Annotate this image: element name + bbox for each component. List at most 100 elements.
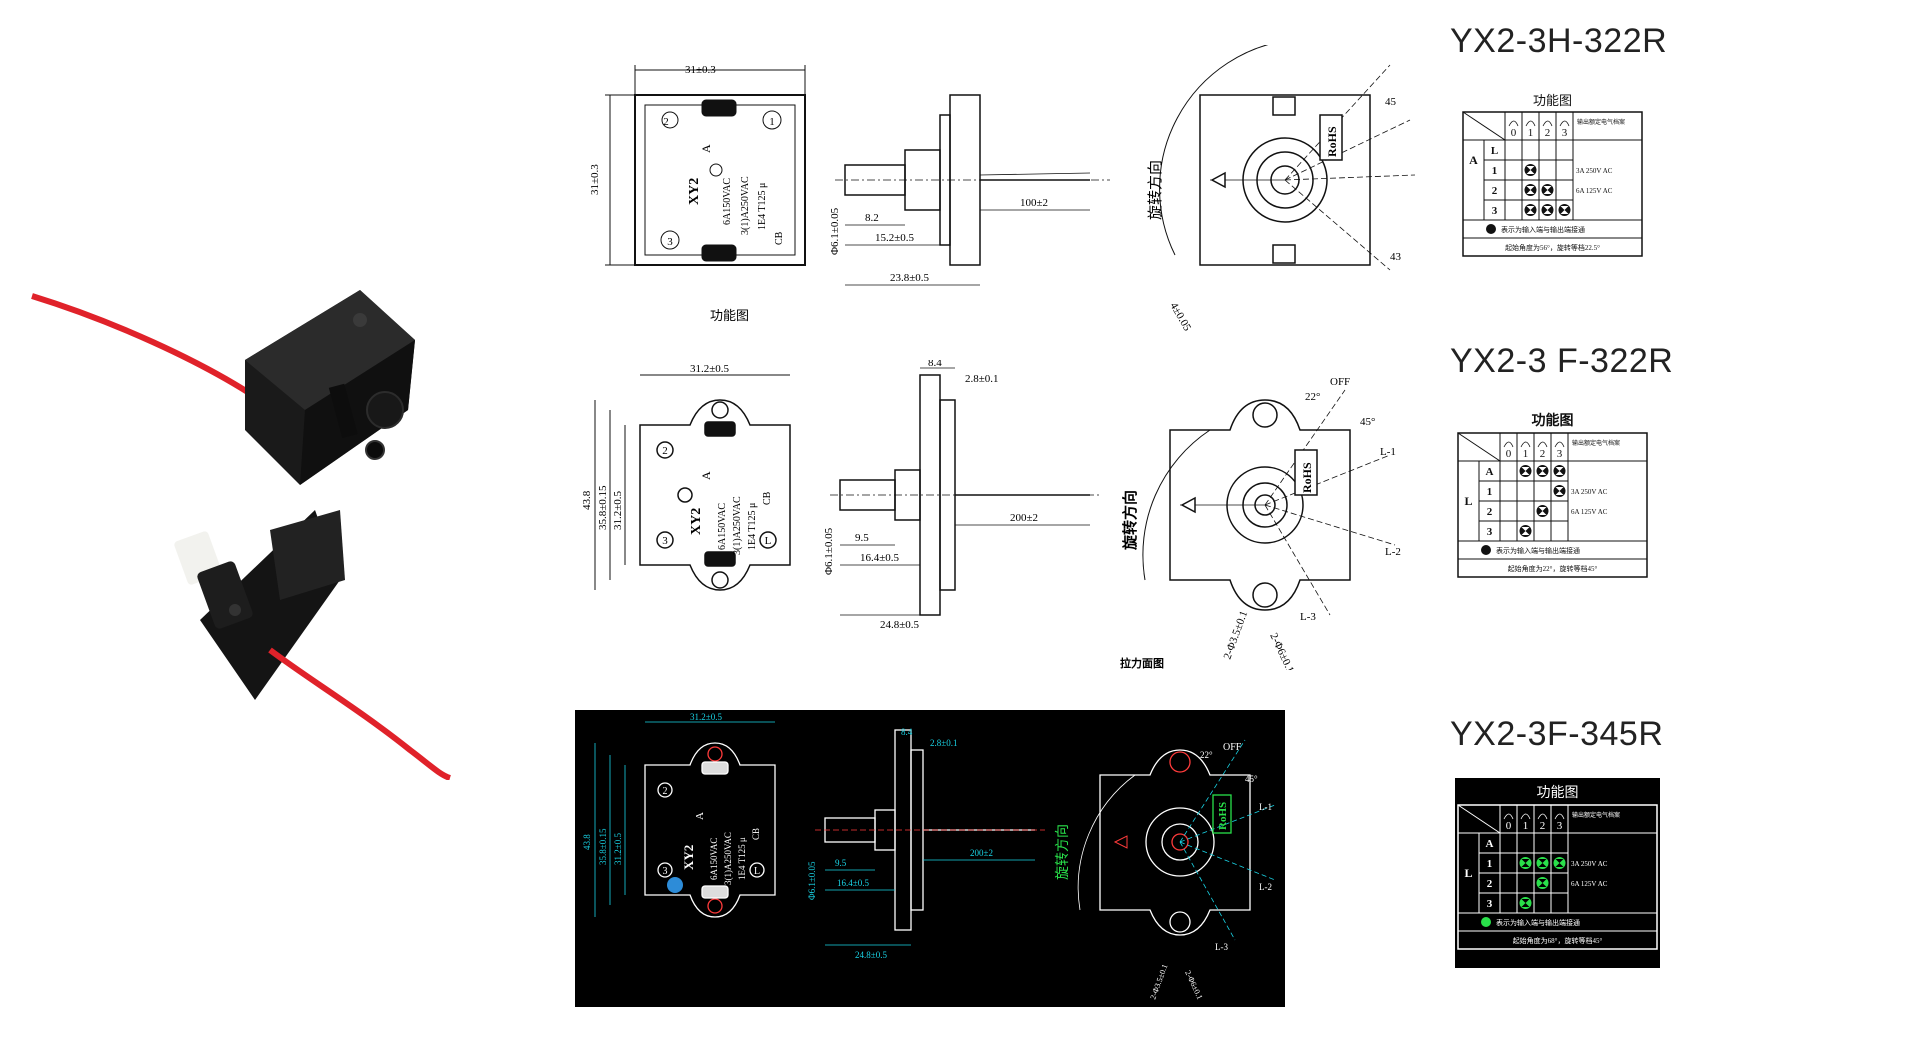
output-label: 输出额定电气档案 <box>1577 118 1625 126</box>
side-view-2 <box>830 367 1100 616</box>
terminal-1-label: 1 <box>769 116 775 128</box>
row-pos-1: 1 <box>1487 486 1493 498</box>
cad-l3: L-3 <box>1215 942 1228 952</box>
contact-dot <box>1519 857 1532 869</box>
function-table-1-title: 功能图 <box>1532 94 1572 109</box>
knob-position-icon <box>1520 441 1531 448</box>
rotation-view-2 <box>1142 389 1396 616</box>
dim-95: 9.5 <box>855 532 869 544</box>
row-rating-1: 3A 250V AC <box>1571 488 1608 496</box>
drawing-top: 31±0.3 31±0.3 2 1 3 XY2 A 6A150VAC 3(1)A… <box>590 45 1416 334</box>
cad-angle-22: 22° <box>1200 750 1213 760</box>
l1-label-2: L-1 <box>1380 446 1396 458</box>
model-title-3: YX2-3F-345R <box>1450 715 1664 753</box>
col-header-3: 3 <box>1562 127 1568 139</box>
output-label: 输出额定电气档案 <box>1572 439 1620 447</box>
row-pos-2: 2 <box>1487 506 1493 518</box>
row-pos-3: 3 <box>1487 526 1493 538</box>
row-pos-1: 1 <box>1492 165 1498 177</box>
dim-shaft-2: Φ6.1±0.05 <box>823 527 835 575</box>
angle-22-2: 22° <box>1305 391 1320 403</box>
rating2-1: 3(1)A250VAC <box>740 176 751 235</box>
cad-rating1: 6A150VAC <box>709 838 719 880</box>
wire-top <box>31 293 262 403</box>
front-view-1 <box>605 65 806 266</box>
row-pos-2: 2 <box>1492 185 1498 197</box>
dim-lead-1: 100±2 <box>1020 197 1048 209</box>
contact-dot <box>1536 877 1549 889</box>
cad-hole2: 2-Φ6±0.1 <box>1183 969 1204 1001</box>
cad-dim-248: 24.8±0.5 <box>855 950 887 960</box>
col-header-1: 1 <box>1523 820 1529 832</box>
row-rating-2: 6A 125V AC <box>1571 508 1608 516</box>
cad-terminal-3: 3 <box>663 866 668 877</box>
row-pos-1: 1 <box>1487 858 1493 870</box>
col-header-2: 2 <box>1540 448 1546 460</box>
l3-label-2: L-3 <box>1300 611 1316 623</box>
cad-dim-height-total: 43.8 <box>582 834 592 850</box>
front-view-3 <box>644 742 776 918</box>
cad-l1: L-1 <box>1259 802 1272 812</box>
switch-bottom <box>174 510 345 700</box>
row-input-1: L <box>1464 494 1472 508</box>
cad-dim-164: 16.4±0.5 <box>837 878 869 888</box>
col-header-0: 0 <box>1506 448 1512 460</box>
rating2-2: 3(1)A250VAC <box>732 496 743 555</box>
legend-text: 表示为输入端与输出端接通 <box>1501 225 1585 234</box>
cad-brand: XY2 <box>681 845 696 870</box>
row-pos-0: A <box>1486 838 1494 850</box>
contact-dot <box>1524 164 1537 176</box>
brand-mark-1: XY2 <box>687 178 702 205</box>
drawing-bottom: 31.2±0.5 43.8 35.8±0.15 31.2±0.5 2 3 L X… <box>582 712 1276 1001</box>
caption-function-1: 功能图 <box>710 308 749 323</box>
contact-dot <box>1541 184 1554 196</box>
cad-logo <box>667 877 683 893</box>
cad-mark-a: A <box>694 812 706 820</box>
cad-dim-height-b: 31.2±0.5 <box>613 833 623 865</box>
dim-height-total-2: 43.8 <box>581 490 593 510</box>
terminal-2-label-2: 2 <box>662 445 668 457</box>
cad-panel: 31.2±0.5 43.8 35.8±0.15 31.2±0.5 2 3 L X… <box>575 710 1285 1007</box>
cad-angle-45: 45° <box>1245 774 1258 784</box>
footer-text: 起始角度为22°，旋转等档45° <box>1508 564 1598 573</box>
off-label-2: OFF <box>1330 376 1350 388</box>
switch-top <box>245 290 415 485</box>
col-header-1: 1 <box>1523 448 1529 460</box>
footer-text: 起始角度为56°，旋转等档22.5° <box>1505 243 1600 252</box>
function-table-3-title: 功能图 <box>1536 785 1579 801</box>
contact-dot <box>1558 204 1571 216</box>
cad-hole1: 2-Φ3.5±0.1 <box>1148 963 1169 1001</box>
cad-off: OFF <box>1223 742 1242 753</box>
contact-dot <box>1519 465 1532 477</box>
rotation-label-1: 旋转方向 <box>1147 160 1164 220</box>
legend-dot <box>1481 917 1491 927</box>
row-pos-3: 3 <box>1492 205 1498 217</box>
cb-mark-1: CB <box>774 231 785 245</box>
knob-position-icon <box>1542 120 1553 127</box>
dim-152: 15.2±0.5 <box>875 232 915 244</box>
knob-position-icon <box>1503 813 1514 820</box>
dim-width-1: 31±0.3 <box>685 64 716 76</box>
legend-text: 表示为输入端与输出端接通 <box>1496 546 1580 555</box>
contact-dot <box>1519 525 1532 537</box>
dim-84: 8.4 <box>928 360 942 369</box>
cad-terminal-2: 2 <box>663 786 668 797</box>
col-header-3: 3 <box>1557 448 1563 460</box>
angle-4-1: 4±0.05 <box>1167 301 1193 334</box>
rating1-1: 6A150VAC <box>722 178 733 225</box>
rating1-2: 6A150VAC <box>717 503 728 550</box>
col-header-2: 2 <box>1545 127 1551 139</box>
cad-cb: CB <box>751 828 761 840</box>
dim-248: 24.8±0.5 <box>880 619 920 631</box>
contact-dot <box>1553 465 1566 477</box>
contact-dot <box>1524 204 1537 216</box>
legend-text: 表示为输入端与输出端接通 <box>1496 918 1580 927</box>
knob-position-icon <box>1508 120 1519 127</box>
contact-dot <box>1553 485 1566 497</box>
model-title-2: YX2-3 F-322R <box>1450 342 1674 380</box>
